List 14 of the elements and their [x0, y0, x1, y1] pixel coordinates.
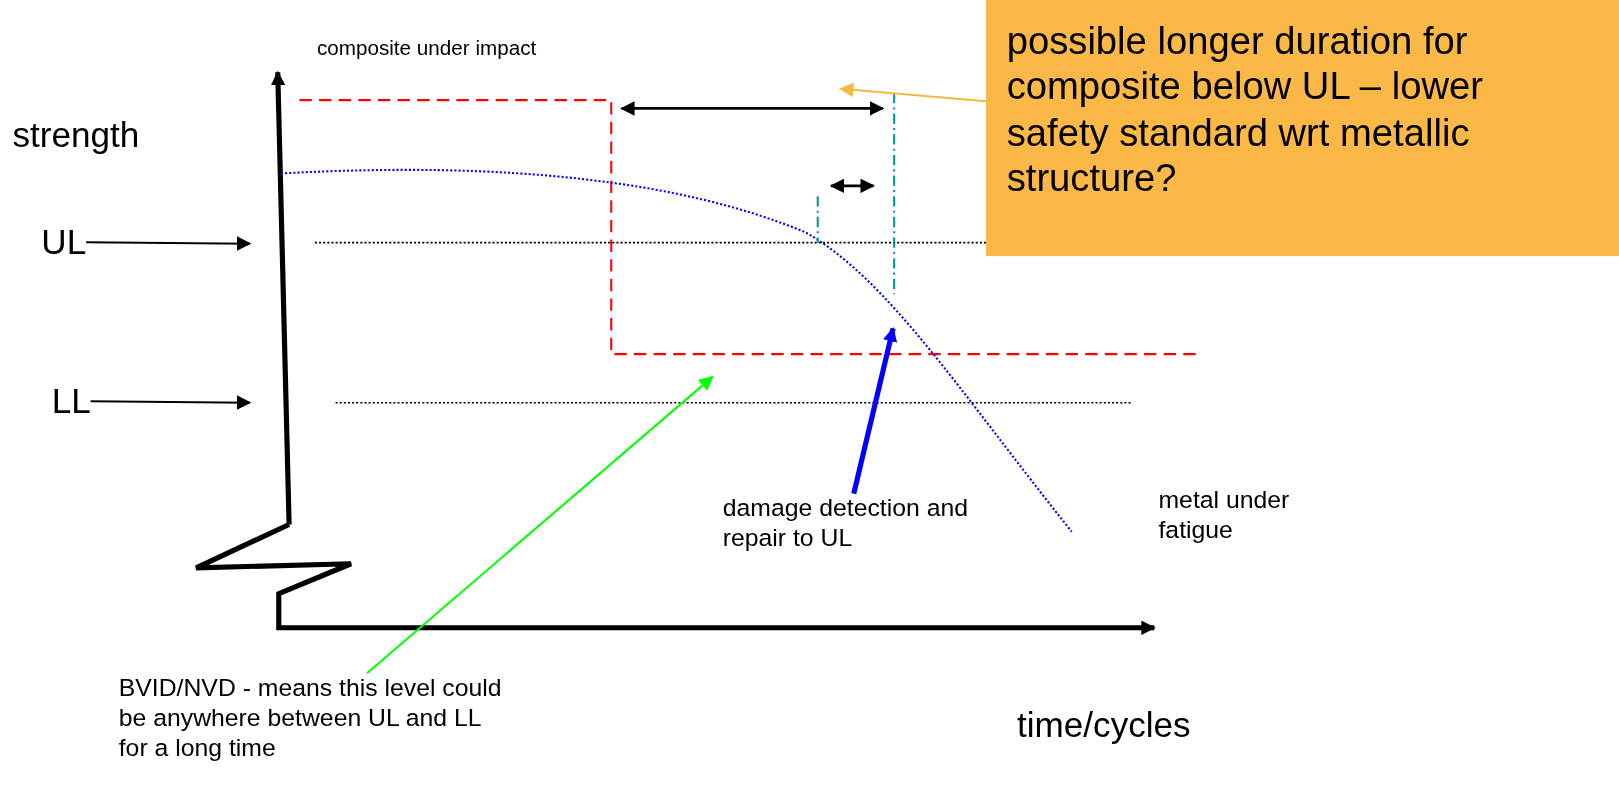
arrow: [86, 236, 252, 251]
axis-label: strength: [12, 113, 140, 156]
arrow: [366, 375, 714, 674]
annotation-text: damage detection and repair to UL: [722, 493, 971, 553]
curve-label: composite under impact: [317, 35, 537, 60]
annotation-text: BVID/NVD - means this level could be anywhere between UL and LL for a long time: [118, 673, 512, 763]
curve-label: metal under fatigue: [1158, 485, 1291, 545]
level-label: UL: [41, 220, 87, 264]
axis-label: time/cycles: [1017, 704, 1191, 747]
note-box: possible longer duration for composite below UL – lower safety standard wrt metallic structure?: [986, 0, 1619, 257]
arrow: [90, 395, 252, 410]
arrow: [851, 326, 898, 495]
arrow: [839, 82, 987, 103]
level-label: LL: [51, 379, 91, 423]
